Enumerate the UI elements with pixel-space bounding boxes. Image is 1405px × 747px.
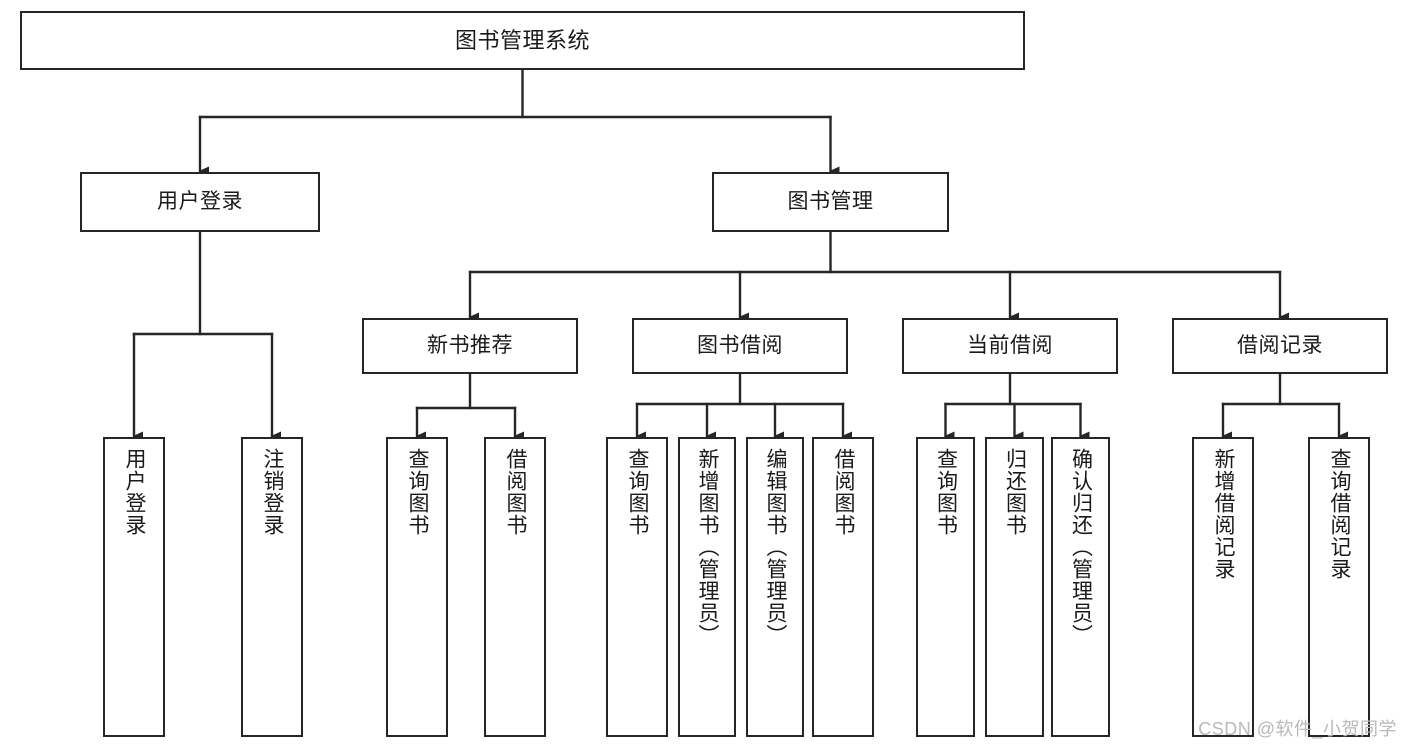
node-label: 图书管理系统 — [454, 27, 590, 53]
node-leaf-query-book-1[interactable]: 查询图书 — [386, 437, 448, 737]
node-label: 编辑图书（管理员） — [764, 448, 788, 646]
node-book-manage[interactable]: 图书管理 — [712, 172, 949, 232]
node-leaf-add-book[interactable]: 新增图书（管理员） — [678, 437, 736, 737]
node-leaf-edit-book[interactable]: 编辑图书（管理员） — [746, 437, 804, 737]
node-label: 归还图书 — [1003, 448, 1027, 536]
node-leaf-add-record[interactable]: 新增借阅记录 — [1192, 437, 1254, 737]
node-borrow-record[interactable]: 借阅记录 — [1172, 318, 1388, 374]
node-label: 借阅图书 — [504, 448, 528, 536]
node-leaf-query-book-2[interactable]: 查询图书 — [606, 437, 668, 737]
node-user-login[interactable]: 用户登录 — [80, 172, 320, 232]
node-label: 确认归还（管理员） — [1069, 448, 1093, 646]
node-label: 查询图书 — [934, 448, 958, 536]
node-leaf-query-record[interactable]: 查询借阅记录 — [1308, 437, 1370, 737]
node-leaf-user-logout[interactable]: 注销登录 — [241, 437, 303, 737]
node-label: 借阅图书 — [832, 448, 856, 536]
node-label: 新书推荐 — [427, 333, 513, 357]
node-label: 用户登录 — [157, 189, 243, 213]
node-label: 借阅记录 — [1237, 333, 1323, 357]
node-label: 查询借阅记录 — [1328, 448, 1352, 580]
node-leaf-borrow-book-2[interactable]: 借阅图书 — [812, 437, 874, 737]
node-leaf-user-login[interactable]: 用户登录 — [103, 437, 165, 737]
node-label: 新增借阅记录 — [1212, 448, 1236, 580]
node-new-book-recommend[interactable]: 新书推荐 — [362, 318, 578, 374]
node-label: 图书借阅 — [697, 333, 783, 357]
node-current-borrow[interactable]: 当前借阅 — [902, 318, 1118, 374]
node-leaf-return-book[interactable]: 归还图书 — [985, 437, 1044, 737]
node-label: 当前借阅 — [967, 333, 1053, 357]
csdn-watermark: CSDN @软件_小贺同学 — [1198, 719, 1397, 739]
node-label: 查询图书 — [406, 448, 430, 536]
node-label: 查询图书 — [626, 448, 650, 536]
node-leaf-query-book-3[interactable]: 查询图书 — [916, 437, 975, 737]
node-leaf-borrow-book-1[interactable]: 借阅图书 — [484, 437, 546, 737]
node-label: 用户登录 — [123, 448, 147, 536]
node-label: 图书管理 — [787, 189, 874, 213]
node-root-system[interactable]: 图书管理系统 — [20, 11, 1025, 70]
node-label: 新增图书（管理员） — [696, 448, 720, 646]
node-book-borrow[interactable]: 图书借阅 — [632, 318, 848, 374]
node-label: 注销登录 — [261, 448, 285, 536]
node-leaf-confirm-return[interactable]: 确认归还（管理员） — [1051, 437, 1110, 737]
